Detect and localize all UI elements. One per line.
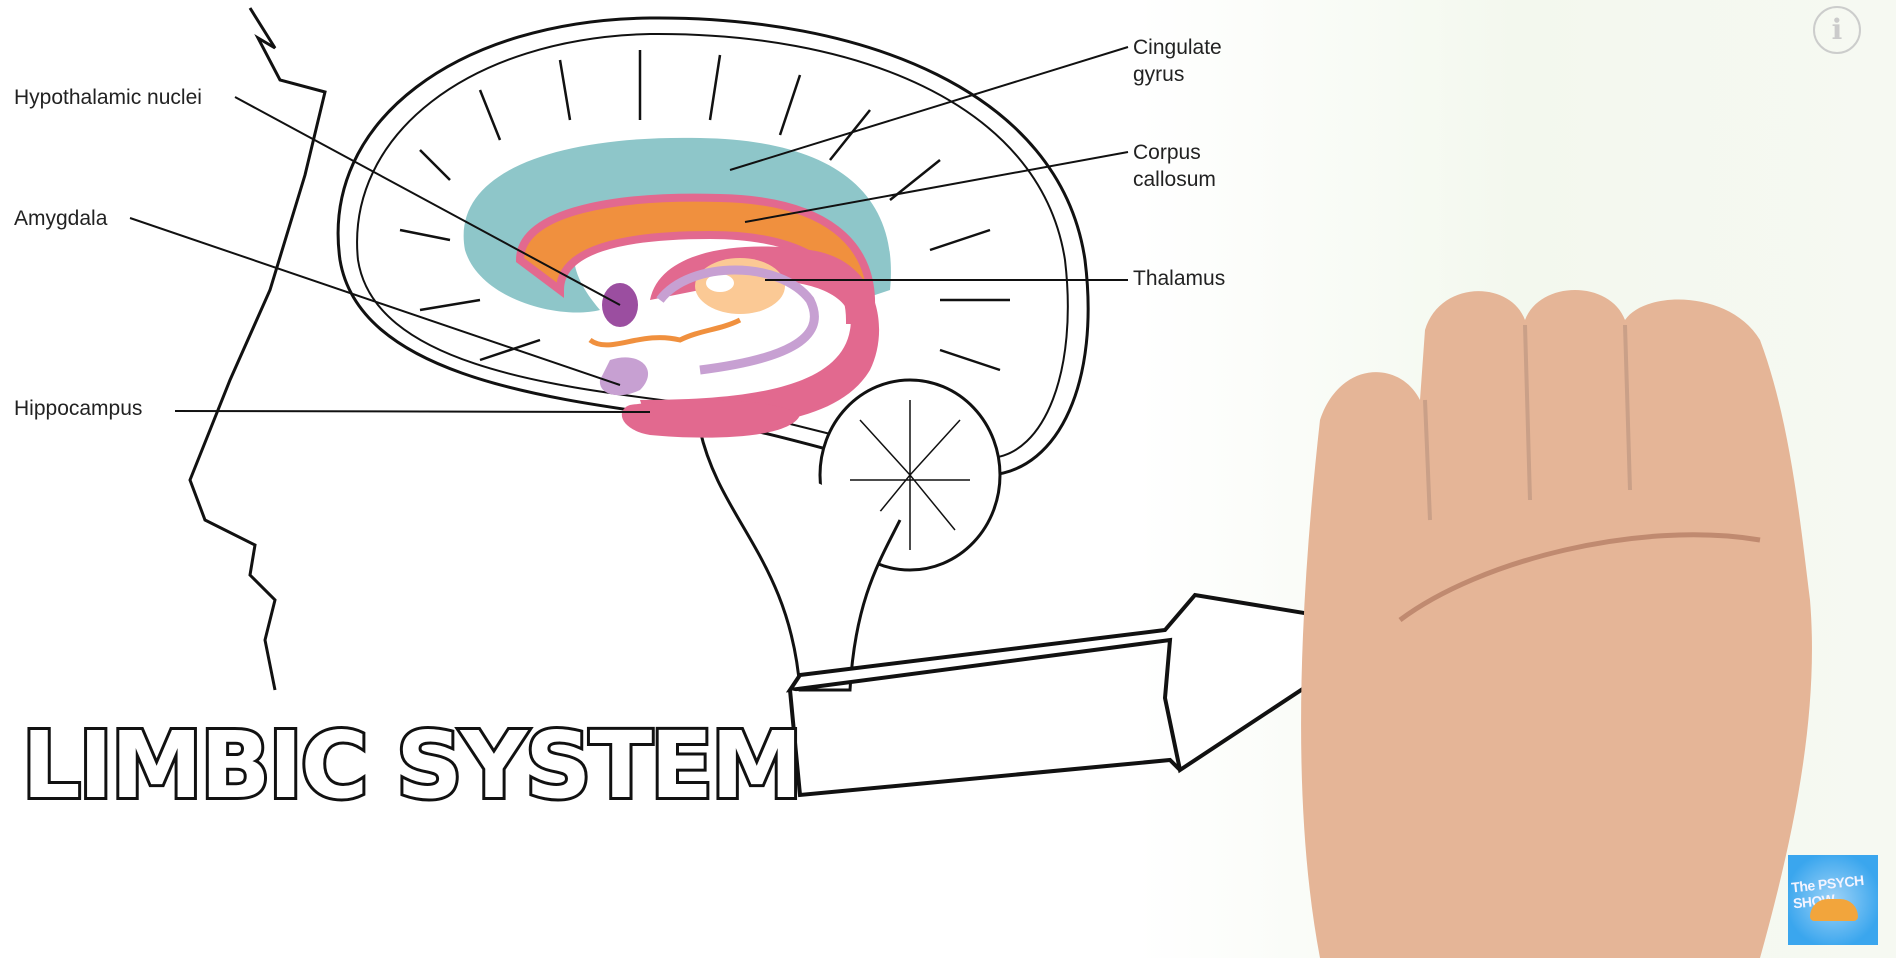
fornix-lavender: [656, 265, 819, 375]
label-cingulate-gyrus: Cingulate gyrus: [1133, 36, 1222, 86]
brain-logo-icon: [1810, 899, 1858, 921]
gyri: [399, 50, 1010, 372]
info-icon[interactable]: i: [1813, 6, 1861, 54]
fornix: [640, 246, 880, 430]
hippocampus: [621, 399, 800, 438]
brain-inner: [356, 32, 1069, 460]
amygdala: [599, 357, 649, 396]
label-corpus-callosum: Corpus callosum: [1133, 141, 1216, 191]
label-amygdala: Amygdala: [14, 207, 108, 230]
fist-image: [1301, 290, 1812, 958]
head-profile: [188, 7, 327, 691]
label-hippocampus: Hippocampus: [14, 397, 143, 420]
channel-logo[interactable]: The PSYCH SHOW: [1788, 855, 1878, 945]
label-hypothalamic-nuclei: Hypothalamic nuclei: [14, 86, 202, 109]
limbic-system-title: LIMBIC SYSTEM: [19, 709, 806, 822]
leader-lines: [129, 46, 1129, 413]
label-thalamus: Thalamus: [1133, 267, 1226, 290]
